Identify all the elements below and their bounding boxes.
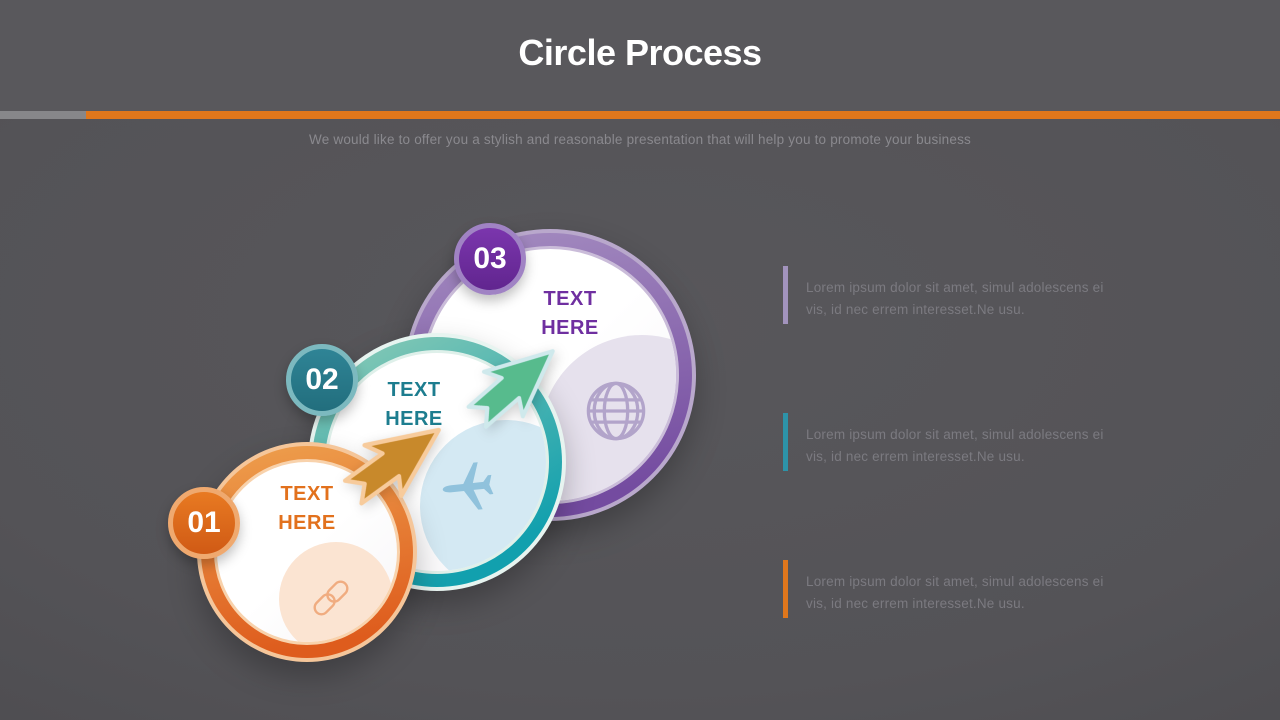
note-3-accent-bar xyxy=(783,560,788,618)
note-2-accent-bar xyxy=(783,413,788,471)
step-1-number-badge: 01 xyxy=(168,487,240,559)
step-3-number-badge: 03 xyxy=(454,223,526,295)
step-1-label-line-2: HERE xyxy=(278,512,336,534)
note-1-line-2: vis, id nec errem interesset.Ne usu. xyxy=(806,302,1025,317)
step-1-label-line-1: TEXT xyxy=(280,483,334,505)
arrow-step1-to-step2-icon xyxy=(342,427,441,506)
step-1-number: 01 xyxy=(187,506,221,539)
note-item-1: Lorem ipsum dolor sit amet, simul adoles… xyxy=(783,266,1133,324)
step-3-label-line-1: TEXT xyxy=(543,288,597,310)
step-3-number: 03 xyxy=(473,242,507,275)
divider-gray-segment xyxy=(0,111,86,119)
note-1-text: Lorem ipsum dolor sit amet, simul adoles… xyxy=(788,266,1104,324)
note-3-line-2: vis, id nec errem interesset.Ne usu. xyxy=(806,596,1025,611)
step-2-label-line-1: TEXT xyxy=(387,379,441,401)
airplane-icon xyxy=(442,462,494,510)
step-2-label-line-2: HERE xyxy=(385,408,443,430)
step-3-label: TEXT HERE xyxy=(444,285,676,343)
step-1-icon-backdrop xyxy=(279,542,393,642)
note-2-line-1: Lorem ipsum dolor sit amet, simul adoles… xyxy=(806,427,1104,442)
arrow-step2-to-step3-icon xyxy=(466,349,555,429)
step-1-label: TEXT HERE xyxy=(217,480,397,538)
step-2-label: TEXT HERE xyxy=(328,376,523,434)
step-2-number-badge: 02 xyxy=(286,344,358,416)
note-1-accent-bar xyxy=(783,266,788,324)
note-3-text: Lorem ipsum dolor sit amet, simul adoles… xyxy=(788,560,1104,618)
note-2-text: Lorem ipsum dolor sit amet, simul adoles… xyxy=(788,413,1104,471)
divider-orange-segment xyxy=(86,111,1280,119)
note-item-2: Lorem ipsum dolor sit amet, simul adoles… xyxy=(783,413,1133,471)
note-1-line-1: Lorem ipsum dolor sit amet, simul adoles… xyxy=(806,280,1104,295)
chain-link-icon xyxy=(313,580,349,616)
note-2-line-2: vis, id nec errem interesset.Ne usu. xyxy=(806,449,1025,464)
globe-icon xyxy=(586,381,646,441)
step-2-number: 02 xyxy=(305,363,339,396)
page-title: Circle Process xyxy=(518,32,762,73)
note-item-3: Lorem ipsum dolor sit amet, simul adoles… xyxy=(783,560,1133,618)
header-divider xyxy=(0,111,1280,119)
slide-subtitle: We would like to offer you a stylish and… xyxy=(309,132,971,147)
step-3-label-line-2: HERE xyxy=(541,317,599,339)
note-3-line-1: Lorem ipsum dolor sit amet, simul adoles… xyxy=(806,574,1104,589)
slide-header: Circle Process xyxy=(0,0,1280,112)
